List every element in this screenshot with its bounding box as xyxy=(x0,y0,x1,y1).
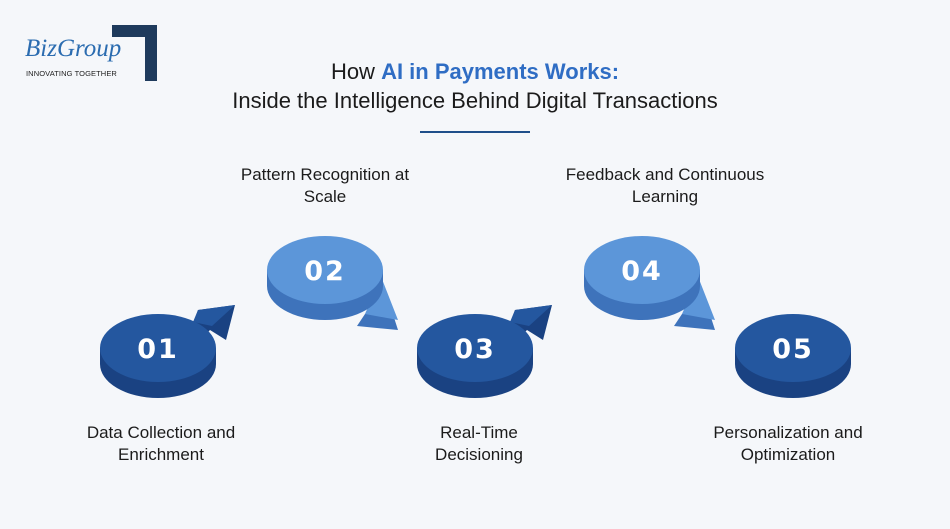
step-5-label-line1: Personalization and xyxy=(713,423,863,442)
logo-frame xyxy=(112,25,157,81)
step-1-disc: 01 xyxy=(100,305,235,398)
disc-top xyxy=(584,236,700,304)
step-3-disc: 03 xyxy=(417,305,552,398)
step-2-label: Pattern Recognition at Scale xyxy=(195,164,455,208)
disc-top xyxy=(100,314,216,382)
step-4-disc: 04 xyxy=(584,236,715,330)
arrow-head xyxy=(682,274,715,320)
arrow-head xyxy=(365,274,398,320)
disc-top xyxy=(735,314,851,382)
step-4-number: 04 xyxy=(621,256,663,287)
step-3-label-line1: Real-Time xyxy=(440,423,518,442)
logo-brand: BizGroup xyxy=(25,35,122,62)
page-title-line2: Inside the Intelligence Behind Digital T… xyxy=(232,88,718,113)
arrow-head xyxy=(193,305,235,326)
title-prefix: How xyxy=(330,59,382,84)
title-highlight: AI in Payments Works: xyxy=(381,59,620,84)
step-2-label-line2: Scale xyxy=(303,187,347,206)
step-4-label-line1: Feedback and Continuous xyxy=(565,165,765,184)
disc-top xyxy=(267,236,383,304)
logo-tagline: INNOVATING TOGETHER xyxy=(26,69,117,78)
step-2-number: 02 xyxy=(304,256,346,287)
step-3-number: 03 xyxy=(454,334,496,365)
step-5-disc: 05 xyxy=(735,314,851,398)
step-5-label-line2: Optimization xyxy=(740,445,836,464)
step-4-label-line2: Learning xyxy=(631,187,699,206)
arrow-head xyxy=(510,305,552,326)
step-1-number: 01 xyxy=(137,334,179,365)
step-1-label-line2: Enrichment xyxy=(118,445,204,464)
step-1-label-line1: Data Collection and xyxy=(86,423,236,442)
step-3-label-line2: Decisioning xyxy=(435,445,523,464)
step-2-label-line1: Pattern Recognition at xyxy=(240,165,410,184)
page-title-line1: How AI in Payments Works: xyxy=(0,58,950,86)
disc-top xyxy=(417,314,533,382)
step-2-disc: 02 xyxy=(267,236,398,330)
step-5-number: 05 xyxy=(772,334,814,365)
title-divider xyxy=(420,131,530,133)
bizgroup-logo: BizGroup INNOVATING TOGETHER xyxy=(22,25,157,83)
